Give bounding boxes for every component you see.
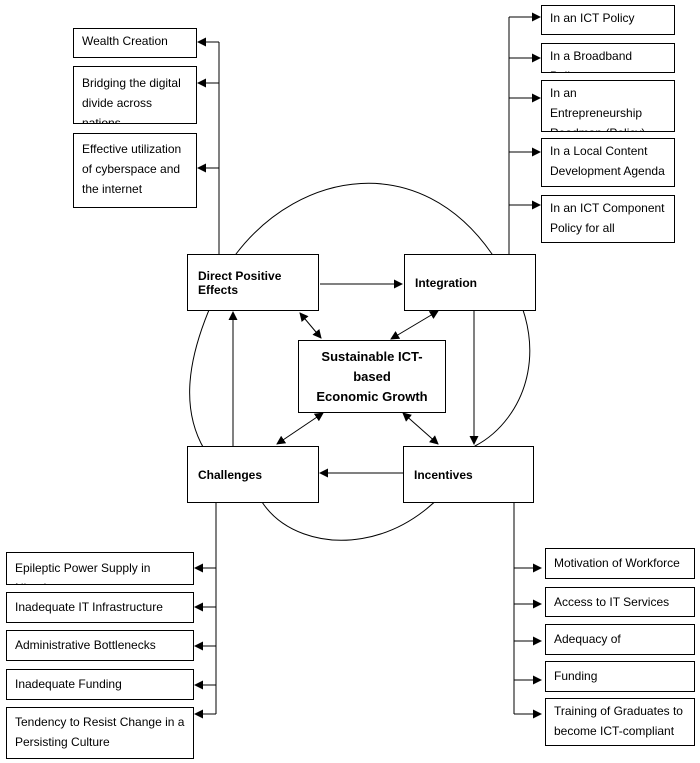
incentive-box: Motivation of Workforce — [545, 548, 695, 579]
challenge-box: Administrative Bottlenecks — [6, 630, 194, 661]
policy-box: In an Entrepreneurship Roadmap (Policy) — [541, 80, 675, 132]
node-integration: Integration — [404, 254, 536, 311]
node-challenges: Challenges — [187, 446, 319, 503]
challenge-box: Epileptic Power Supply in Nigeria — [6, 552, 194, 585]
incentive-box: Training of Graduates to become ICT-comp… — [545, 698, 695, 746]
node-direct-positive-effects: Direct Positive Effects — [187, 254, 319, 311]
challenge-box: Tendency to Resist Change in a Persistin… — [6, 707, 194, 759]
policy-box: In an ICT Policy — [541, 5, 675, 35]
incentive-box: Funding — [545, 661, 695, 692]
node-incentives: Incentives — [403, 446, 534, 503]
effect-box: Effective utilization of cyberspace and … — [73, 133, 197, 208]
incentive-box: Adequacy of Infrastructure — [545, 624, 695, 655]
effect-box: Bridging the digital divide across natio… — [73, 66, 197, 124]
challenge-box: Inadequate Funding — [6, 669, 194, 700]
incentive-box: Access to IT Services — [545, 587, 695, 617]
effect-box: Wealth Creation — [73, 28, 197, 58]
policy-box: In a Broadband Policy — [541, 43, 675, 73]
node-sustainable-growth: Sustainable ICT-based Economic Growth — [298, 340, 446, 413]
policy-box: In a Local Content Development Agenda — [541, 138, 675, 187]
challenge-box: Inadequate IT Infrastructure — [6, 592, 194, 623]
policy-box: In an ICT Component Policy for all — [541, 195, 675, 243]
